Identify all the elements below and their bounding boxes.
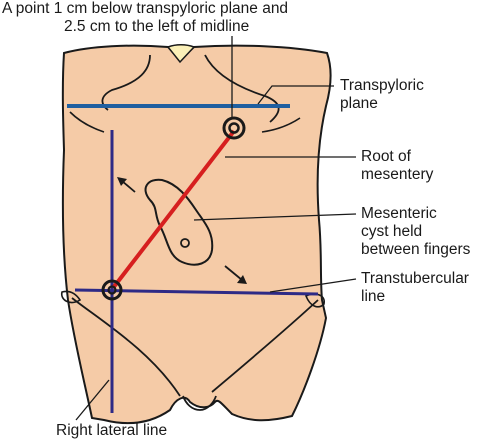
lower-rib-left — [69, 111, 105, 133]
right-lateral-line-label: Right lateral line — [56, 422, 167, 440]
top-point-label-line2: 2.5 cm to the left of midline — [64, 18, 250, 35]
leader-right-lateral — [75, 379, 110, 421]
mesenteric-cyst-label: Mesenteric cyst held between fingers — [361, 205, 470, 259]
root-of-mesentery-line — [111, 129, 236, 290]
right-inguinal-line — [71, 297, 181, 397]
root-label-line1: Root of — [361, 148, 411, 165]
arrow-lower-right — [224, 265, 247, 284]
transpyloric-label-line1: Transpyloric — [340, 77, 424, 94]
cyst-label-line2: cyst held — [361, 223, 423, 240]
transtubercular-label: Transtubercular line — [361, 270, 469, 306]
transtubercular-label-line1: Transtubercular — [361, 270, 469, 287]
lower-landmark-ring — [101, 279, 123, 301]
left-inguinal-line — [211, 299, 319, 393]
lower-rib-right — [261, 117, 301, 133]
arrow-upper-left — [117, 177, 136, 193]
cyst-spot — [180, 238, 190, 248]
cyst-label-line1: Mesenteric — [361, 205, 437, 222]
transtubercular-label-line2: line — [361, 288, 386, 305]
cyst-label-line3: between fingers — [361, 241, 471, 258]
crotch — [182, 395, 217, 411]
upper-landmark-ring — [222, 116, 246, 140]
transpyloric-label: Transpyloric plane — [340, 77, 424, 113]
leader-transpyloric — [257, 85, 334, 105]
top-point-label-line1: A point 1 cm below transpyloric plane an… — [2, 0, 289, 17]
leader-cyst — [193, 213, 357, 221]
right-lateral-label-text: Right lateral line — [56, 422, 168, 439]
root-label-line2: mesentery — [361, 166, 434, 183]
top-point-label: A point 1 cm below transpyloric plane an… — [2, 0, 500, 36]
root-of-mesentery-label: Root of mesentery — [361, 148, 433, 184]
right-iliac-crest — [60, 290, 82, 304]
sternal-notch — [166, 44, 196, 64]
leader-transtubercular — [269, 278, 357, 293]
transpyloric-label-line2: plane — [340, 95, 378, 112]
